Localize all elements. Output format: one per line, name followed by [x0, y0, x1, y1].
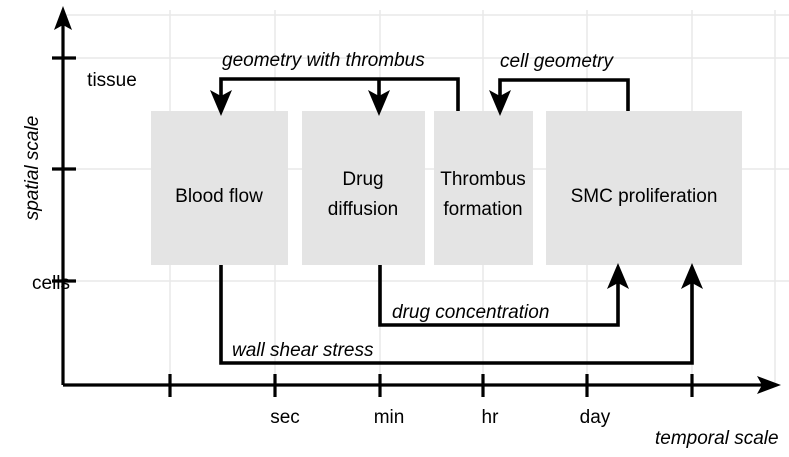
box-thrombus-formation[interactable] [434, 111, 533, 265]
box-label-smc-proliferation: SMC proliferation [571, 186, 718, 207]
x-axis-arrowhead [757, 376, 781, 394]
connector-cell-geometry: cell geometry [489, 51, 630, 116]
arrowhead-to-thrombus-formation [489, 90, 511, 116]
box-blood-flow[interactable] [151, 111, 288, 265]
box-smc-proliferation[interactable] [546, 111, 742, 265]
connector-path-drug-concentration [378, 265, 620, 327]
process-boxes [151, 111, 742, 265]
arrowhead-to-drug-diffusion [368, 90, 390, 116]
connector-label-cell-geometry: cell geometry [500, 51, 614, 72]
y-axis-arrowhead [54, 6, 72, 30]
x-tick-label-day: day [580, 407, 611, 428]
connector-wall-shear-stress: wall shear stress [219, 263, 703, 365]
axis-titles: spatial scale temporal scale [22, 116, 779, 449]
y-tick-label-tissue: tissue [87, 70, 137, 91]
y-tick-label-cells: cells [32, 273, 70, 294]
x-tick-label-hr: hr [482, 407, 500, 428]
connector-label-drug-concentration: drug concentration [392, 302, 549, 323]
x-tick-label-min: min [374, 407, 405, 428]
connector-label-wall-shear-stress: wall shear stress [232, 340, 374, 361]
connector-path-wall-shear-stress [219, 265, 694, 365]
arrowhead-to-blood-flow [210, 90, 232, 116]
y-axis-title: spatial scale [22, 116, 43, 221]
connector-drug-concentration: drug concentration [378, 263, 629, 327]
box-drug-diffusion[interactable] [302, 111, 425, 265]
connector-geometry-with-thrombus: geometry with thrombus [210, 50, 460, 116]
connector-path-gwt-left [219, 77, 460, 111]
box-label-drug-line1: Drug [342, 169, 383, 190]
axis-tick-labels: tissue cells sec min hr day [32, 70, 611, 428]
connector-label-geometry-with-thrombus: geometry with thrombus [222, 50, 425, 71]
arrowhead-wall-shear-stress-to-smc [681, 263, 703, 289]
axes [52, 6, 781, 397]
box-label-blood-flow: Blood flow [175, 186, 263, 207]
box-labels: Blood flow Drug diffusion Thrombus forma… [175, 169, 717, 220]
box-label-thrombus-line1: Thrombus [440, 169, 526, 190]
x-tick-label-sec: sec [270, 407, 300, 428]
connector-path-cell-geometry [498, 78, 630, 111]
box-label-thrombus-line2: formation [443, 199, 522, 220]
arrowhead-drug-concentration-to-smc [607, 263, 629, 289]
x-axis-title: temporal scale [655, 428, 779, 449]
box-label-drug-line2: diffusion [328, 199, 398, 220]
